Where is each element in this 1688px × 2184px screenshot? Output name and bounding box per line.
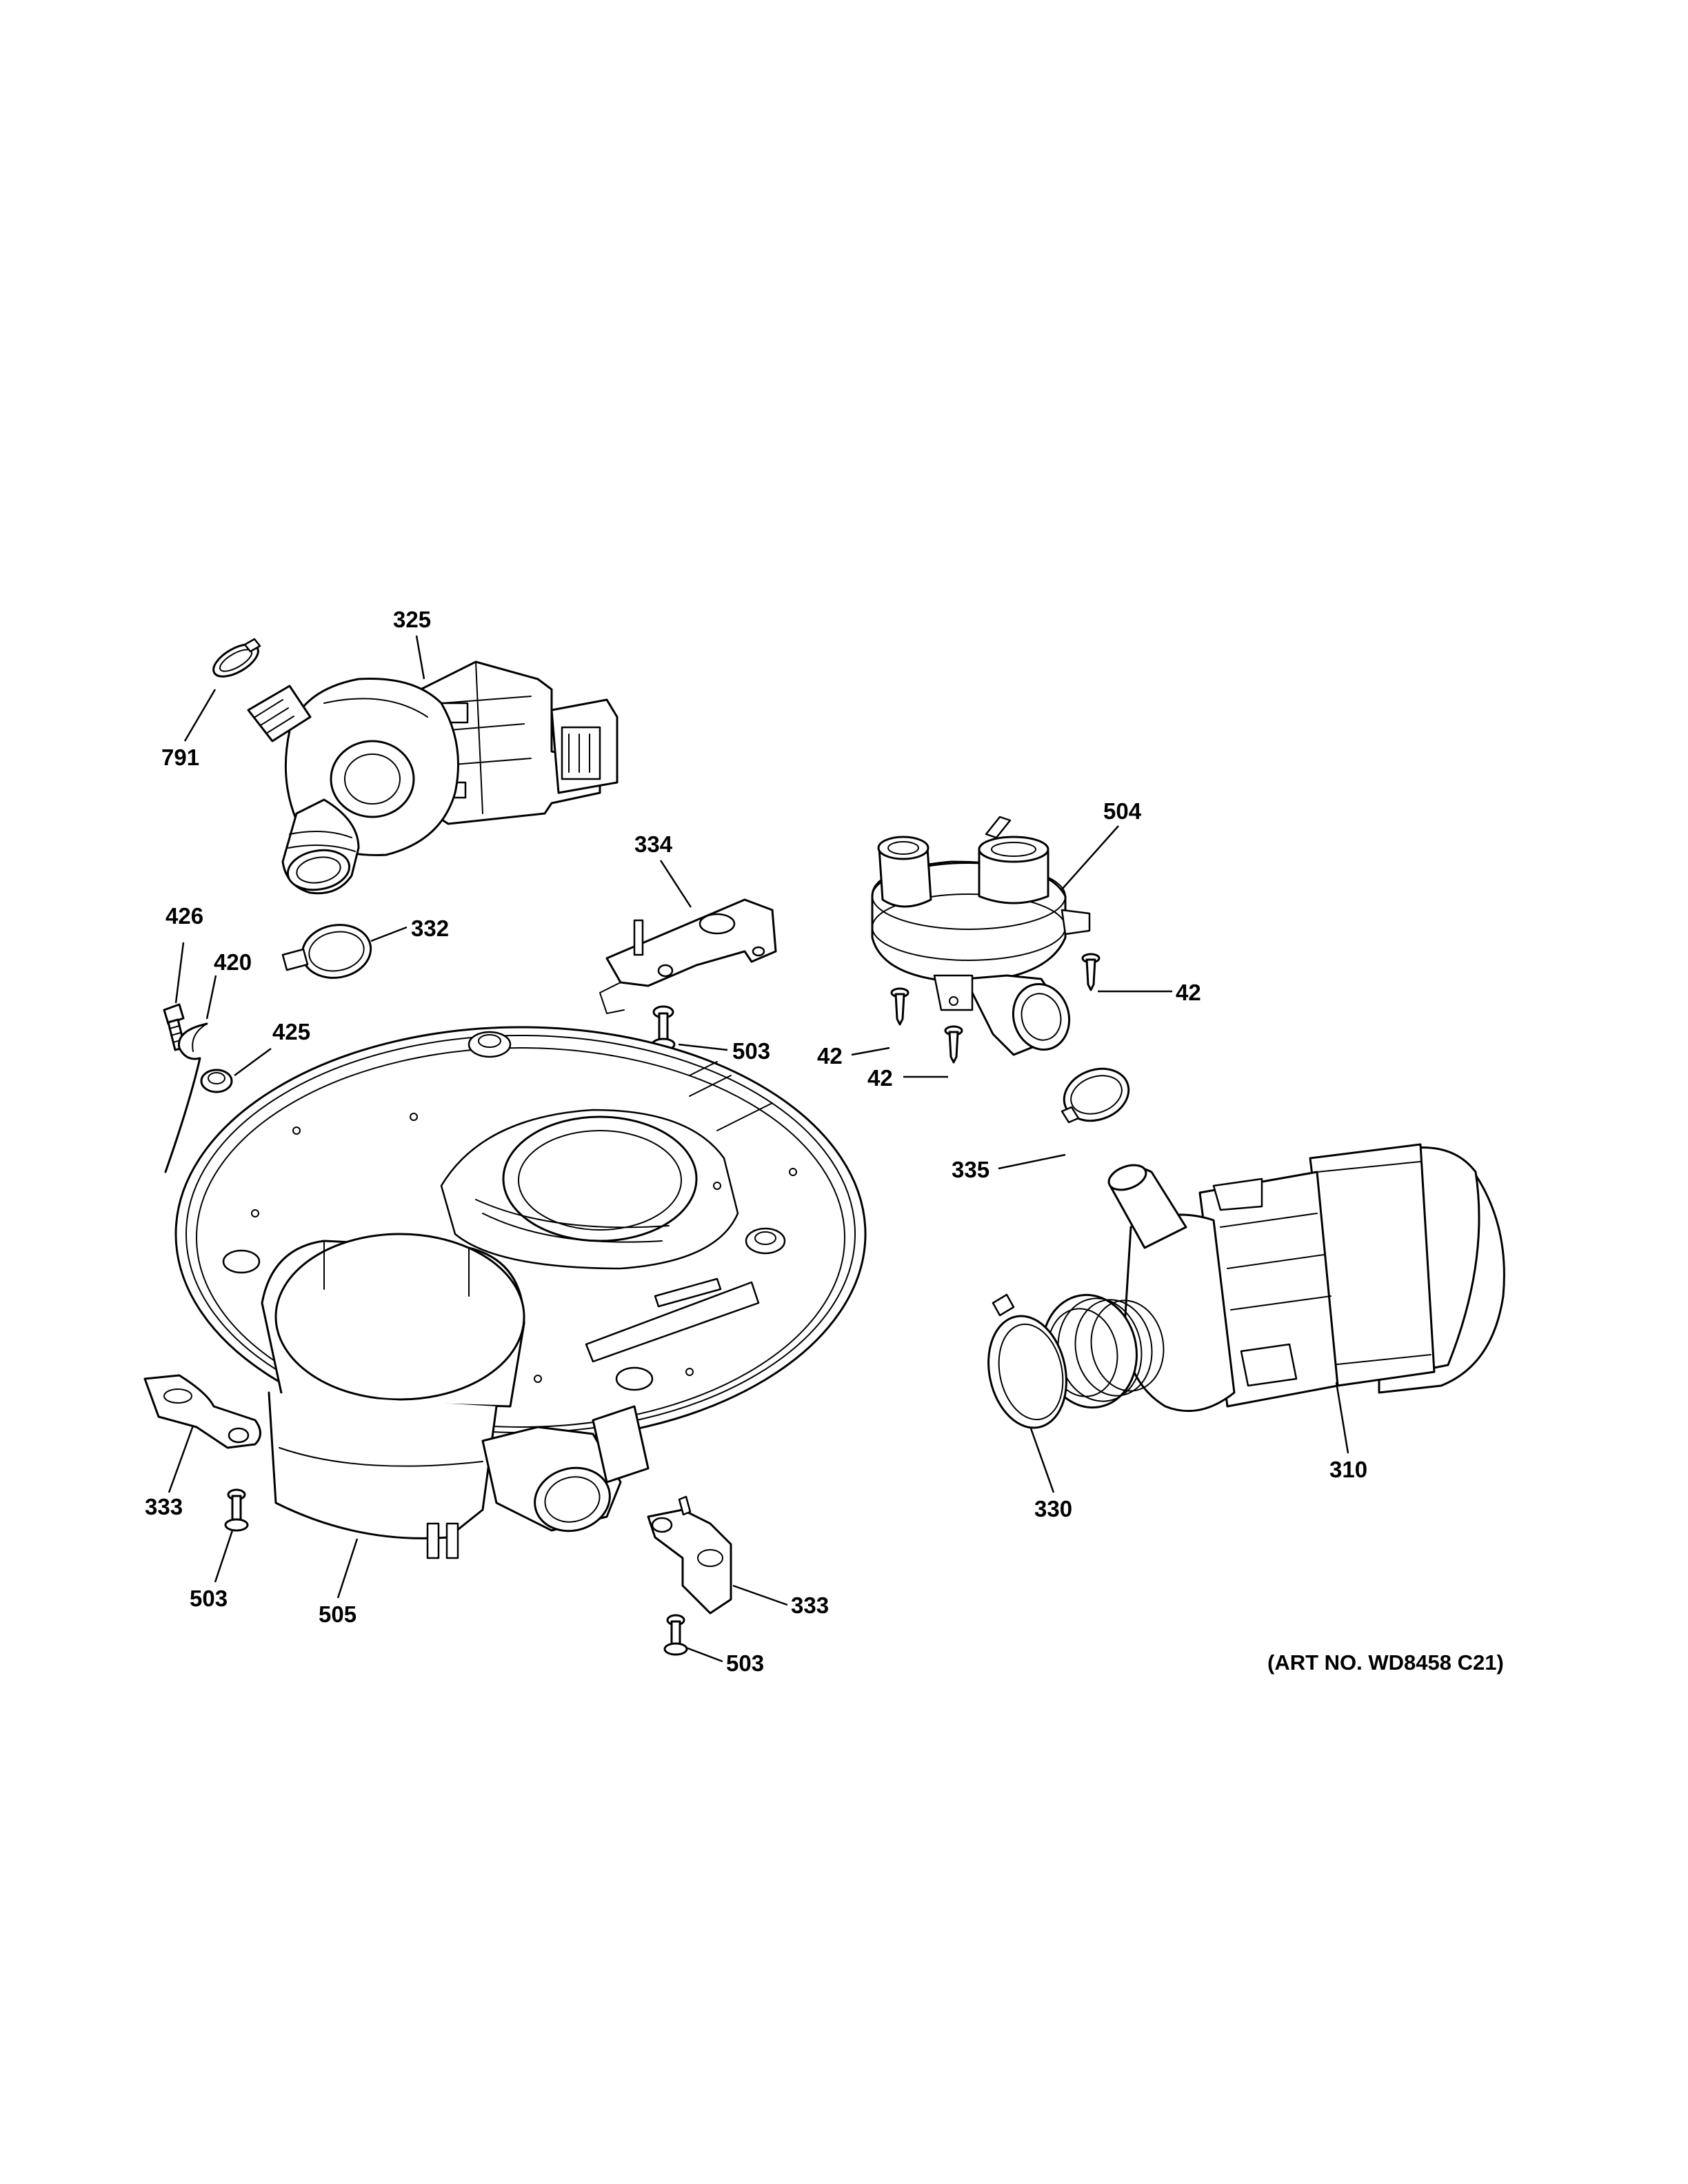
leader-503-left (214, 1530, 234, 1583)
leader-420 (205, 975, 217, 1020)
circulation-pump-310 (1041, 1143, 1505, 1413)
callout-503-center: 503 (732, 1038, 770, 1064)
callout-505: 505 (319, 1601, 356, 1627)
screw-503-bottom (663, 1614, 688, 1656)
screw-42-bottom (944, 1025, 963, 1064)
callout-333-right: 333 (791, 1593, 829, 1618)
callout-420: 420 (214, 949, 252, 975)
pump-clamp-332 (281, 924, 372, 979)
bracket-333-left (143, 1374, 261, 1449)
callout-330: 330 (1034, 1496, 1072, 1521)
leader-333-right (732, 1584, 788, 1606)
callout-310: 310 (1329, 1457, 1367, 1482)
drain-pump-325 (247, 660, 619, 895)
callout-labels: 325 791 332 334 504 42 42 42 503 426 420… (145, 607, 1367, 1676)
callout-503-left: 503 (190, 1586, 228, 1611)
callout-504: 504 (1103, 798, 1142, 824)
wire-420 (164, 1022, 208, 1173)
leader-335 (998, 1153, 1066, 1170)
leader-504 (1061, 825, 1119, 890)
callout-42-right: 42 (1176, 980, 1201, 1005)
leader-426 (174, 942, 185, 1004)
leader-333-left (168, 1425, 194, 1493)
leader-lines (168, 635, 1349, 1663)
sump-assembly-505 (174, 1026, 867, 1559)
clamp-330 (987, 1293, 1067, 1429)
leader-42-left (851, 1046, 890, 1056)
leader-325 (415, 635, 425, 680)
leader-505 (336, 1538, 359, 1599)
clamp-335 (1061, 1067, 1130, 1124)
callout-425: 425 (272, 1019, 310, 1044)
callout-426: 426 (165, 903, 203, 929)
callout-334: 334 (634, 831, 673, 857)
leader-425 (234, 1047, 272, 1077)
leader-334 (659, 860, 692, 908)
callout-325: 325 (393, 607, 431, 632)
leader-330 (1029, 1428, 1055, 1493)
bracket-334 (599, 898, 777, 1014)
bracket-333-right (647, 1495, 732, 1615)
screw-503-left (224, 1488, 249, 1532)
screw-42-right (1081, 953, 1101, 991)
screw-42-left (890, 987, 910, 1026)
leader-503-bottom (685, 1646, 723, 1663)
art-number: (ART NO. WD8458 C21) (1267, 1650, 1504, 1675)
callout-335: 335 (952, 1157, 989, 1182)
hose-clamp-791 (212, 638, 261, 678)
callout-791: 791 (161, 745, 199, 770)
grommet-425 (200, 1069, 233, 1093)
callout-333-left: 333 (145, 1494, 183, 1519)
diverter-valve-504 (871, 816, 1091, 1056)
leader-791 (183, 689, 217, 742)
leader-332 (370, 926, 408, 942)
leader-310 (1335, 1382, 1349, 1454)
callout-332: 332 (411, 916, 449, 941)
callout-42-left: 42 (817, 1043, 843, 1069)
callout-503-bottom: 503 (726, 1650, 764, 1676)
callout-42-bottom: 42 (867, 1065, 893, 1091)
leader-503-center (678, 1043, 728, 1051)
